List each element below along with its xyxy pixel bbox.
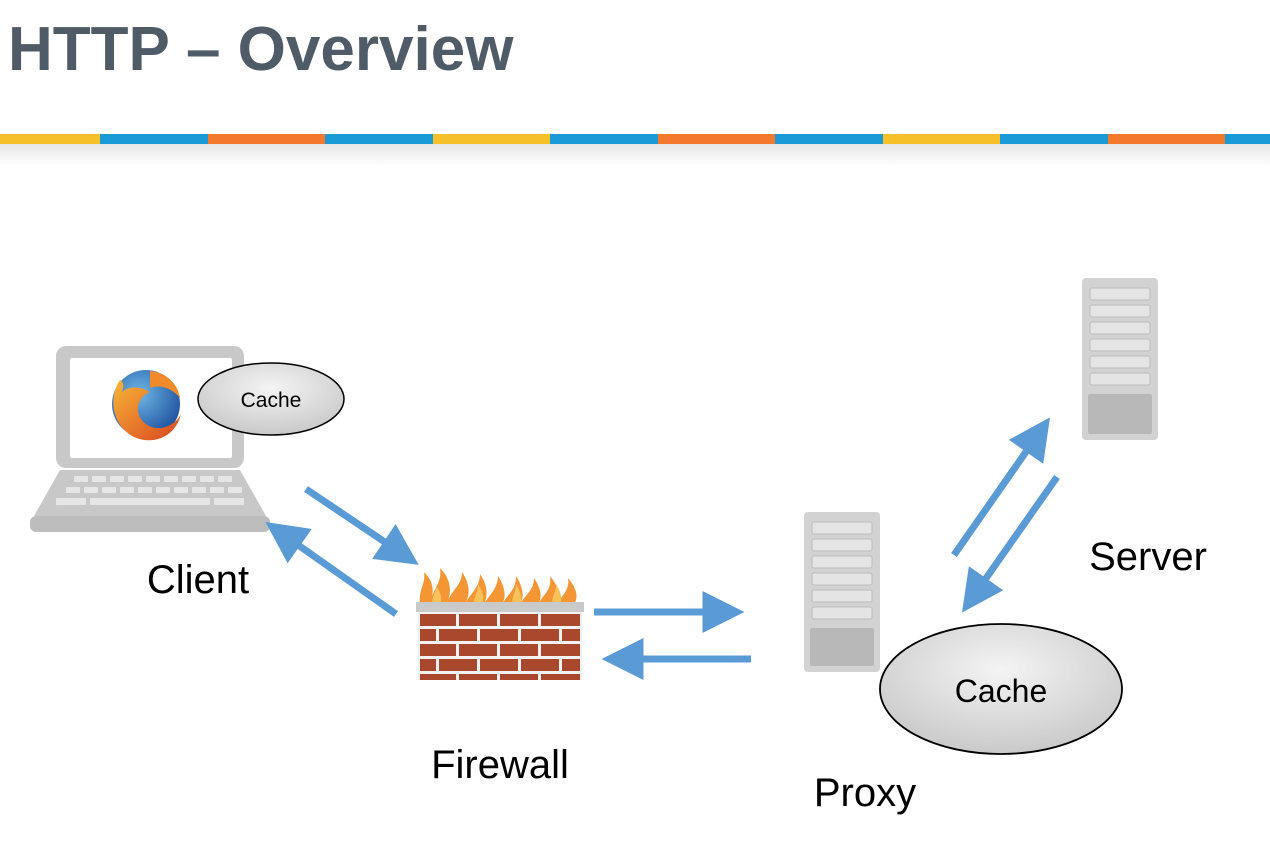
server-tower-icon: [1082, 278, 1158, 440]
proxy-server-tower-icon: [804, 512, 880, 672]
client-cache-label: Cache: [241, 389, 302, 412]
arrow-client-to-firewall: [304, 486, 419, 565]
client-cache: Cache: [197, 362, 345, 436]
arrow-proxy-to-server: [951, 417, 1051, 558]
server-label: Server: [1089, 535, 1207, 579]
proxy-cache-label: Cache: [955, 673, 1048, 709]
slide-title: HTTP – Overview: [8, 15, 514, 84]
arrow-firewall-to-client: [265, 521, 399, 617]
arrow-server-to-proxy: [961, 474, 1060, 613]
stripe-shadow: [0, 144, 1270, 166]
proxy-label: Proxy: [814, 771, 916, 815]
color-stripe: [0, 134, 1270, 144]
firewall-icon: [416, 568, 584, 680]
client-label: Client: [147, 558, 249, 602]
firewall-label: Firewall: [431, 743, 569, 787]
firefox-icon: [112, 370, 181, 441]
proxy-cache: Cache: [879, 623, 1123, 755]
